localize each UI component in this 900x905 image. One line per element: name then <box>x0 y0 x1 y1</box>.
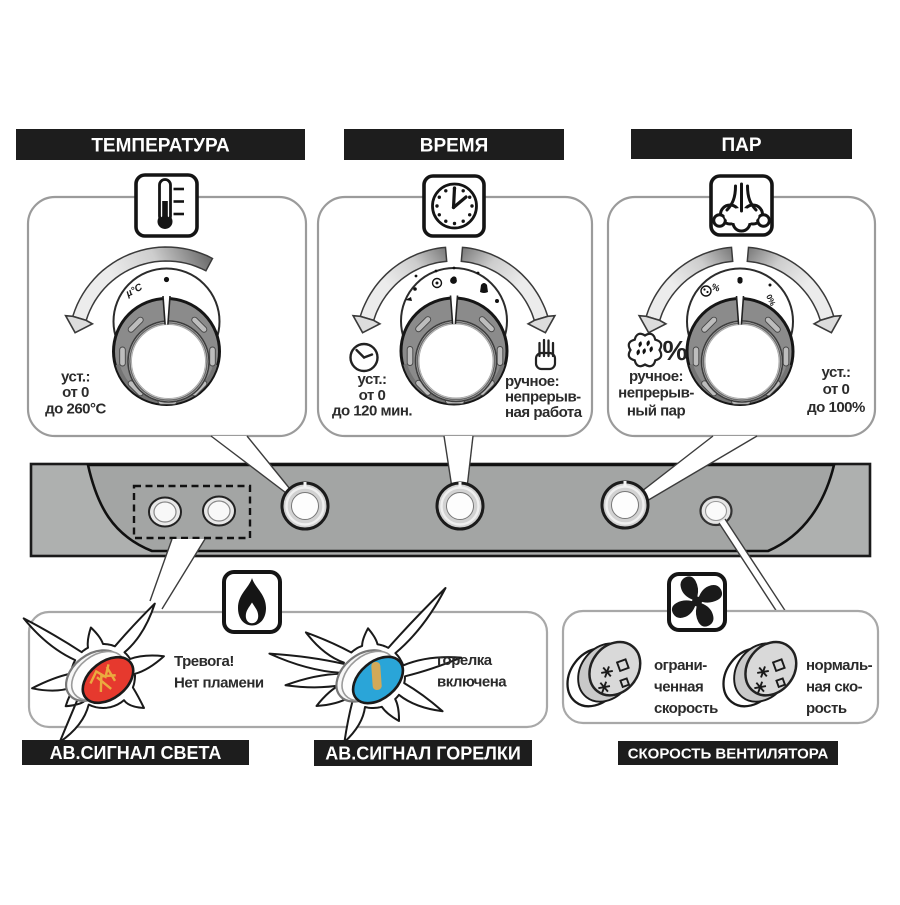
svg-text:ручное:: ручное: <box>505 373 559 390</box>
svg-text:непрерыв-: непрерыв- <box>618 385 694 402</box>
svg-text:нормаль-: нормаль- <box>806 657 873 674</box>
svg-text:Тревога!: Тревога! <box>174 653 234 670</box>
svg-text:Нет пламени: Нет пламени <box>174 675 264 692</box>
svg-text:ручное:: ручное: <box>629 368 683 385</box>
svg-text:рость: рость <box>806 700 847 717</box>
svg-text:непрерыв-: непрерыв- <box>505 389 581 406</box>
svg-text:АВ.СИГНАЛ ГОРЕЛКИ: АВ.СИГНАЛ ГОРЕЛКИ <box>325 743 521 763</box>
svg-text:до 100%: до 100% <box>807 399 865 416</box>
svg-text:ТЕМПЕРАТУРА: ТЕМПЕРАТУРА <box>91 135 230 156</box>
svg-text:ченная: ченная <box>654 679 703 696</box>
svg-text:уст.:: уст.: <box>821 364 850 381</box>
svg-text:уст.:: уст.: <box>357 371 386 388</box>
svg-text:0%: 0% <box>764 293 777 307</box>
svg-text:ВРЕМЯ: ВРЕМЯ <box>420 135 489 156</box>
svg-text:ный пар: ный пар <box>627 403 686 420</box>
svg-text:%: % <box>663 335 688 366</box>
svg-text:ная ско-: ная ско- <box>806 679 863 696</box>
svg-text:от 0: от 0 <box>62 384 89 401</box>
svg-text:ограни-: ограни- <box>654 657 707 674</box>
svg-text:от 0: от 0 <box>823 381 850 398</box>
svg-text:СКОРОСТЬ ВЕНТИЛЯТОРА: СКОРОСТЬ ВЕНТИЛЯТОРА <box>628 745 829 762</box>
svg-text:уст.:: уст.: <box>61 369 90 386</box>
svg-text:ная работа: ная работа <box>505 404 583 421</box>
svg-text:горелка: горелка <box>437 652 493 669</box>
svg-text:до 120 мин.: до 120 мин. <box>332 403 412 420</box>
svg-text:до 260°C: до 260°C <box>45 401 106 418</box>
svg-text:%: % <box>710 281 721 293</box>
svg-text:ПАР: ПАР <box>721 135 761 156</box>
svg-text:включена: включена <box>437 674 507 691</box>
svg-text:АВ.СИГНАЛ СВЕТА: АВ.СИГНАЛ СВЕТА <box>50 743 222 763</box>
svg-text:скорость: скорость <box>654 700 718 717</box>
svg-text:от 0: от 0 <box>359 387 386 404</box>
